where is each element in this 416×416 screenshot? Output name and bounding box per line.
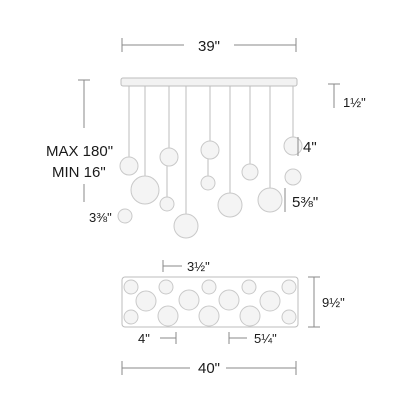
globe xyxy=(135,290,157,312)
small-globe-label: 4" xyxy=(303,139,317,156)
globe xyxy=(281,309,297,325)
footprint-medium-label: 5¼" xyxy=(254,331,277,346)
globe xyxy=(117,208,133,224)
globe xyxy=(178,289,200,311)
globe xyxy=(259,290,281,312)
footprint-globe-dimensions: 4" 5¼" xyxy=(138,331,277,346)
pendant-cords xyxy=(128,86,294,214)
canopy-height-dimension: 1½" xyxy=(328,83,366,110)
overall-width-label: 40" xyxy=(198,360,220,377)
overall-width-dimension: 40" xyxy=(121,360,297,377)
globe xyxy=(201,279,217,295)
globe xyxy=(123,279,139,295)
globe xyxy=(123,309,139,325)
min-drop-label: MIN 16" xyxy=(52,164,106,181)
footprint-globes xyxy=(123,279,297,327)
globe xyxy=(257,187,283,213)
canopy-height-label: 1½" xyxy=(343,95,366,110)
globe xyxy=(159,196,175,212)
canopy-width-label: 39" xyxy=(198,38,220,55)
drop-length-dimension: MAX 180" MIN 16" xyxy=(46,79,113,202)
footprint-outline xyxy=(121,276,299,328)
globe xyxy=(158,279,174,295)
globe xyxy=(159,147,179,167)
globe xyxy=(198,305,220,327)
footprint-depth-label: 9½" xyxy=(322,295,345,310)
globe xyxy=(281,279,297,295)
globe xyxy=(239,305,261,327)
spacing-dimension: 3½" xyxy=(162,259,210,274)
footprint-small-label: 4" xyxy=(138,331,150,346)
footprint-depth-dimension: 9½" xyxy=(308,276,345,328)
canopy xyxy=(120,77,298,87)
canopy-width-dimension: 39" xyxy=(121,38,297,55)
globe xyxy=(200,140,220,160)
globe-size-dimensions: 4" 5⅜" 3⅜" xyxy=(89,137,318,225)
max-drop-label: MAX 180" xyxy=(46,143,113,160)
globe xyxy=(241,279,257,295)
globe xyxy=(217,192,243,218)
globe xyxy=(283,136,303,156)
large-globe-label: 3⅜" xyxy=(89,210,112,225)
globe xyxy=(119,156,139,176)
globe xyxy=(218,289,240,311)
globe xyxy=(173,213,199,239)
pendant-globes xyxy=(117,136,303,239)
medium-globe-label: 5⅜" xyxy=(292,194,318,211)
globe xyxy=(200,175,216,191)
globe xyxy=(130,175,160,205)
globe xyxy=(241,163,259,181)
globe xyxy=(284,168,302,186)
globe xyxy=(157,305,179,327)
spacing-label: 3½" xyxy=(187,259,210,274)
